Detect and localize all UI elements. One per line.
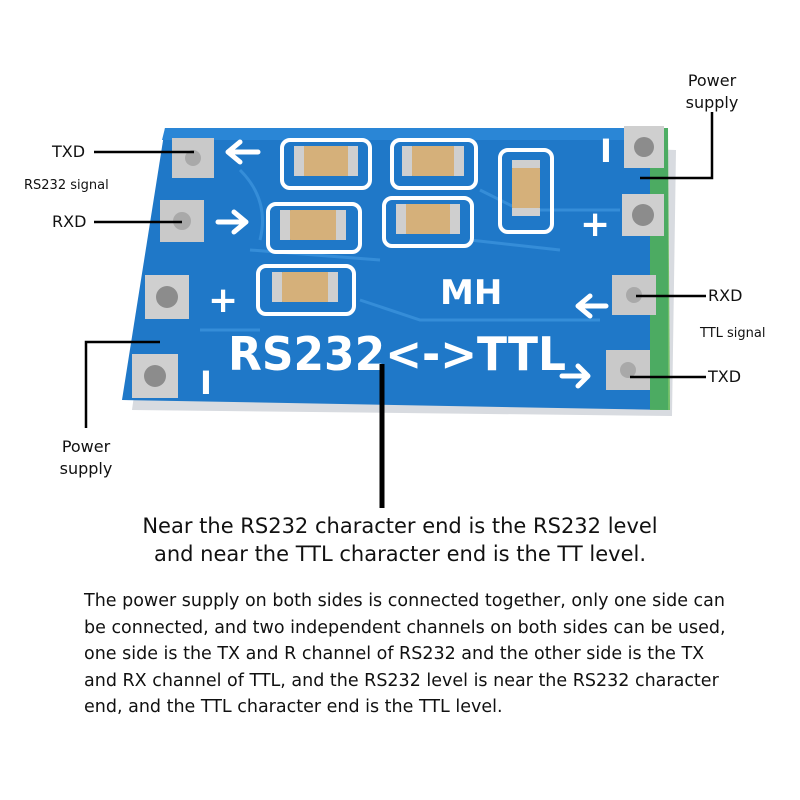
label-power-supply-bottom: Power supply: [46, 436, 126, 480]
label-power-supply-top-line1: Power: [687, 71, 737, 90]
silkscreen-arrows: [215, 139, 609, 389]
pcb-board-highlight: [162, 128, 668, 140]
pad-power-minus-right: [624, 126, 664, 168]
label-power-supply-bottom-line2: supply: [59, 459, 113, 478]
arrow-right-icon-right-side: [559, 363, 591, 389]
pcb-green-edge: [650, 128, 670, 410]
mark-minus-right: I: [600, 132, 612, 170]
pad-txd-left: [172, 138, 214, 178]
mark-minus-left: I: [200, 364, 212, 402]
label-rs232-signal: RS232 signal: [24, 178, 109, 193]
arrow-right-icon: [215, 209, 249, 235]
label-rxd-left: RXD: [52, 212, 87, 231]
label-power-supply-top-line2: supply: [685, 93, 739, 112]
caption-line2: and near the TTL character end is the TT…: [153, 542, 647, 566]
label-txd-left: TXD: [52, 142, 86, 161]
power-bottom-leader: [84, 340, 160, 428]
power-top-leader: [640, 112, 714, 180]
label-ttl-signal: TTL signal: [700, 326, 766, 341]
callout-lines: [84, 112, 714, 428]
silkscreen-mh: MH: [440, 273, 502, 313]
label-power-supply-top: Power supply: [672, 70, 752, 114]
pad-power-minus-left: [132, 354, 178, 398]
silkscreen-marks: + I I + MH RS232<->TTL: [200, 132, 612, 402]
pad-txd-right: [606, 350, 650, 390]
arrow-left-icon-right-side: [575, 293, 609, 319]
description-paragraph: The power supply on both sides is connec…: [84, 591, 726, 717]
mark-plus-right: +: [580, 204, 610, 245]
label-power-supply-bottom-line1: Power: [61, 437, 111, 456]
caption-line1: Near the RS232 character end is the RS23…: [142, 514, 658, 538]
label-rxd-right: RXD: [708, 286, 743, 305]
label-txd-right: TXD: [708, 367, 742, 386]
pad-power-plus-right: [622, 194, 664, 236]
mark-plus-left: +: [208, 280, 238, 321]
arrow-left-icon: [225, 139, 261, 165]
silkscreen-rs232-ttl: RS232<->TTL: [228, 327, 566, 381]
capacitors: [256, 138, 554, 316]
pad-power-plus-left: [145, 275, 189, 319]
